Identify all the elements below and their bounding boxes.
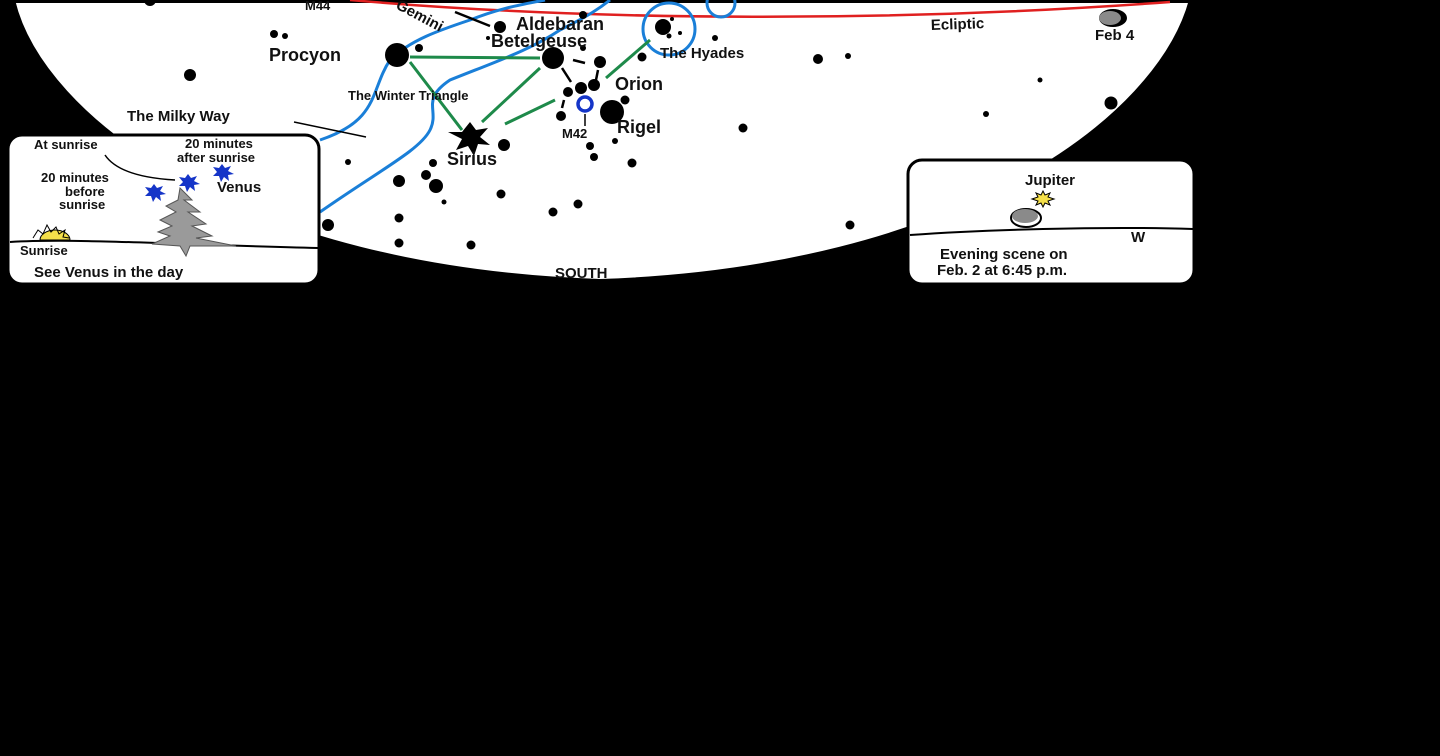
winter-triangle bbox=[408, 38, 651, 131]
stars bbox=[144, 0, 1118, 250]
orion-lines bbox=[454, 10, 600, 109]
sun-icon bbox=[39, 229, 71, 241]
ecliptic-line bbox=[349, 0, 1171, 19]
aldebaran-label: Aldebaran bbox=[516, 14, 604, 34]
hyades-circle bbox=[641, 1, 697, 57]
star bbox=[670, 17, 674, 21]
winter-triangle-label: The Winter Triangle bbox=[348, 88, 469, 103]
star bbox=[678, 31, 682, 35]
venus-inset: At sunrise 20 minutes after sunrise 20 m… bbox=[6, 133, 321, 286]
m42-nebula bbox=[576, 95, 594, 113]
star-chart: M44 Gemini Aldebaran Betelgeuse The Hyad… bbox=[0, 0, 1200, 288]
betelgeuse-label: Betelgeuse bbox=[491, 31, 587, 51]
milky-way-label: The Milky Way bbox=[127, 108, 230, 125]
milky-way-boundary bbox=[319, 0, 611, 214]
pleiades-circle bbox=[705, 0, 737, 19]
before-sunrise-label-3: sunrise bbox=[59, 197, 105, 212]
ecliptic-label: Ecliptic bbox=[931, 15, 985, 34]
m42-label: M42 bbox=[562, 126, 587, 141]
evening-inset: Jupiter W Evening scene on Feb. 2 at 6:4… bbox=[906, 158, 1196, 286]
at-sunrise-label: At sunrise bbox=[34, 137, 98, 152]
milky-way-boundary bbox=[319, 0, 546, 142]
sunrise-label: Sunrise bbox=[20, 243, 68, 258]
before-sunrise-label-2: before bbox=[65, 184, 105, 199]
jupiter-icon bbox=[1030, 189, 1056, 209]
rigel-label: Rigel bbox=[617, 117, 661, 137]
feb4-label: Feb 4 bbox=[1095, 27, 1135, 44]
evening-caption-2: Feb. 2 at 6:45 p.m. bbox=[937, 262, 1067, 279]
milky-way-arrow bbox=[293, 121, 367, 138]
orion-label: Orion bbox=[615, 74, 663, 94]
moon-feb4-icon bbox=[1099, 9, 1127, 27]
m44-label: M44 bbox=[305, 0, 331, 13]
after-sunrise-label-2: after sunrise bbox=[177, 150, 255, 165]
south-label: SOUTH bbox=[555, 265, 608, 282]
hyades-label: The Hyades bbox=[660, 45, 744, 62]
tree-icon bbox=[151, 186, 237, 258]
sirius-label: Sirius bbox=[447, 149, 497, 169]
venus-star-icon bbox=[145, 164, 234, 202]
venus-label: Venus bbox=[217, 179, 261, 196]
evening-caption-1: Evening scene on bbox=[940, 246, 1068, 263]
sirius-star bbox=[448, 122, 490, 156]
west-label: W bbox=[1131, 229, 1146, 246]
aldebaran-star bbox=[655, 19, 671, 35]
sky-map: M44 Gemini Aldebaran Betelgeuse The Hyad… bbox=[6, 0, 1196, 286]
moon-icon bbox=[1010, 208, 1042, 228]
procyon-label: Procyon bbox=[269, 45, 341, 65]
star bbox=[666, 33, 672, 39]
after-sunrise-label-1: 20 minutes bbox=[185, 136, 253, 151]
jupiter-label: Jupiter bbox=[1025, 172, 1075, 189]
venus-inset-caption: See Venus in the day bbox=[34, 264, 184, 281]
before-sunrise-label-1: 20 minutes bbox=[41, 170, 109, 185]
